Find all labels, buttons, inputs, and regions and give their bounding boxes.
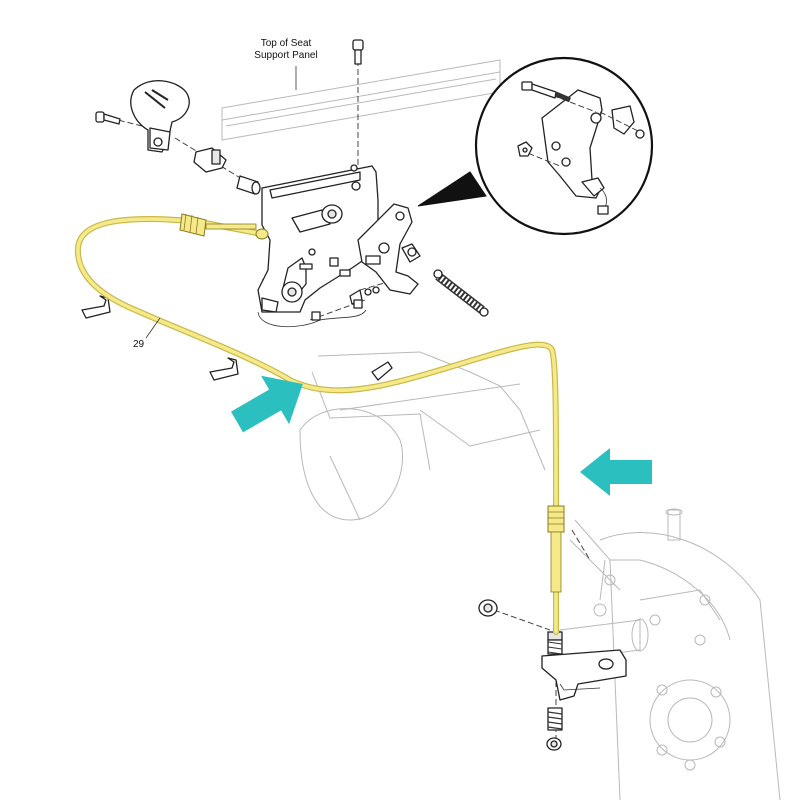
cable-upper-ferrule [179,213,207,237]
grommet [478,599,498,617]
cable-upper-eye [255,228,269,240]
shift-arm [357,203,421,295]
top-of-seat-line2: Support Panel [254,50,318,61]
callout-29-leader [145,317,161,339]
cable-upper-rod [205,223,257,230]
frame-background [299,351,781,800]
detail-bolt [521,81,571,103]
cable-lower-ferrule [547,505,565,533]
lower-nut [546,737,562,751]
pivot-pin [193,147,227,173]
cable-end-fitting [547,631,563,655]
lower-spring [547,707,563,731]
shift-cable-core [76,217,558,634]
top-of-seat-line1: Top of Seat [260,38,312,49]
cable-lower-sleeve [550,531,562,593]
arrow-left-indicator [231,375,303,433]
callout-29: 29 [133,339,145,350]
seat-support-panel [221,59,501,141]
detail-callout [417,56,654,236]
return-spring [433,269,489,317]
small-hardware [299,257,380,309]
detail-nut [517,141,533,157]
bolt-left [95,111,121,125]
frame-clip-middle [209,357,239,381]
cable-tie [371,361,393,381]
assembly-lines-lower [493,529,591,748]
detail-spring-end [581,177,609,215]
frame-clip-left [81,295,111,319]
top-of-seat-label: Top of Seat Support Panel [236,38,336,62]
arrow-right-indicator [580,448,652,496]
shift-lever-handle [130,80,190,153]
shift-cable [74,213,565,635]
seat-screw [352,39,364,65]
cable-mount-bracket [541,649,627,701]
bushing [236,175,261,195]
